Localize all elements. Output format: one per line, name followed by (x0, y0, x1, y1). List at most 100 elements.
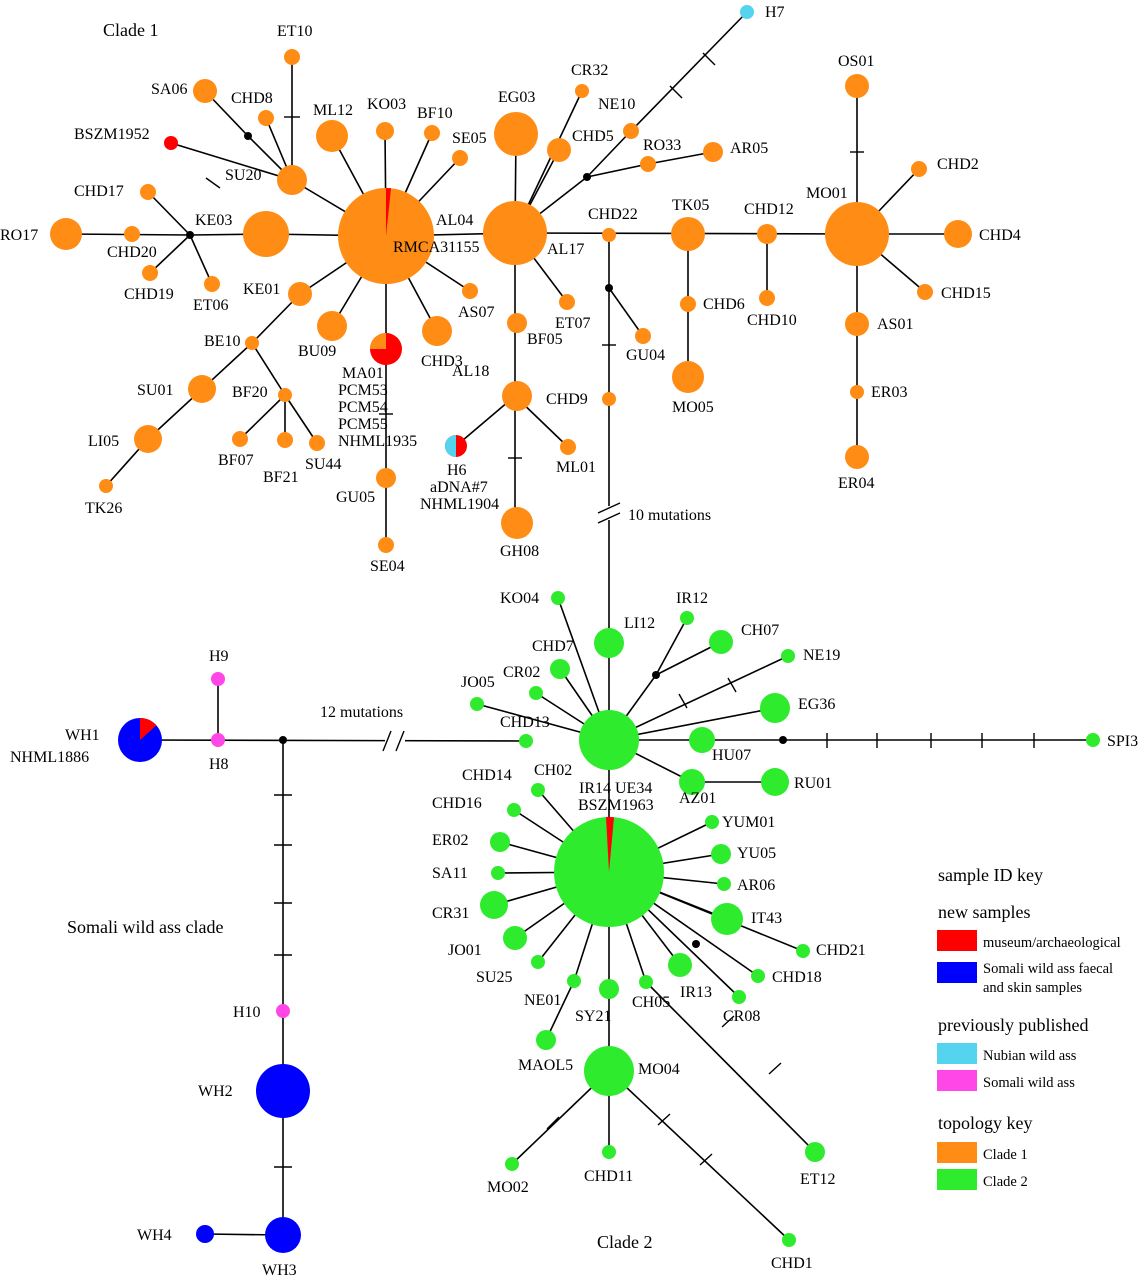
legend-prev-heading: previously published (938, 1015, 1089, 1035)
label-NHML1935: NHML1935 (338, 433, 417, 450)
label-GU05: GU05 (336, 489, 375, 506)
label-CHD14: CHD14 (462, 767, 512, 784)
node-CR02 (529, 686, 543, 700)
label-MO05: MO05 (672, 399, 714, 416)
node-CHD16 (507, 803, 521, 817)
node-IR13 (668, 953, 692, 977)
label-CHD1: CHD1 (771, 1255, 813, 1272)
legend-sample-id-heading: sample ID key (938, 865, 1043, 885)
node-RO17 (50, 218, 82, 250)
node-IR14-UE34 (579, 710, 639, 770)
mutations-12-label: 12 mutations (320, 704, 403, 721)
label-ET07: ET07 (555, 315, 591, 332)
label-ML01: ML01 (556, 459, 596, 476)
label-ET10: ET10 (277, 23, 313, 40)
label-AR05: AR05 (730, 140, 768, 157)
node-SU20 (277, 165, 307, 195)
legend-swatch-clade2 (937, 1169, 977, 1190)
node-MA01-pie (370, 333, 402, 365)
node-SA06 (193, 79, 217, 103)
legend-swatch-nubian (937, 1043, 977, 1064)
label-NHML1886: NHML1886 (10, 749, 89, 766)
label-CR08: CR08 (723, 1008, 760, 1025)
label-CHD17: CHD17 (74, 183, 124, 200)
node-AL17 (483, 201, 547, 265)
label-AZ01: AZ01 (679, 790, 716, 807)
node-CHD19 (142, 265, 158, 281)
label-BSZM1952: BSZM1952 (74, 126, 150, 143)
label-PCM53: PCM53 (338, 382, 388, 399)
label-ET06: ET06 (193, 297, 229, 314)
node-MO01 (825, 202, 889, 266)
node-CHD1 (782, 1233, 796, 1247)
label-BF21: BF21 (263, 469, 299, 486)
label-SE05: SE05 (452, 130, 487, 147)
node-CH05 (639, 975, 653, 989)
label-SU01: SU01 (137, 382, 173, 399)
clade1-nodes (50, 5, 972, 553)
label-MO02: MO02 (487, 1179, 529, 1196)
label-PCM54: PCM54 (338, 399, 388, 416)
label-KO04: KO04 (500, 590, 539, 607)
legend-swatch-clade1 (937, 1142, 977, 1163)
node-BF21 (277, 432, 293, 448)
node-LI12 (594, 628, 624, 658)
node-BF10 (424, 125, 440, 141)
node-CHD17 (140, 184, 156, 200)
label-SU25: SU25 (476, 969, 512, 986)
node-SU25 (531, 955, 545, 969)
node-CHD3 (422, 316, 452, 346)
label-NE19: NE19 (803, 647, 840, 664)
label-GU04: GU04 (626, 347, 665, 364)
label-JO01: JO01 (448, 942, 482, 959)
label-WH1: WH1 (65, 727, 100, 744)
label-CHD19: CHD19 (124, 286, 174, 303)
node-CHD22 (602, 228, 616, 242)
node-CHD7 (550, 659, 570, 679)
label-WH2: WH2 (198, 1083, 233, 1100)
label-BF10: BF10 (417, 105, 453, 122)
node-IR12 (680, 611, 694, 625)
legend-label-museum: museum/archaeological (983, 935, 1121, 951)
label-MO01: MO01 (806, 185, 848, 202)
label-KE03: KE03 (195, 212, 232, 229)
label-H7: H7 (765, 4, 785, 21)
median-vectors (186, 132, 787, 948)
node-AS01 (845, 312, 869, 336)
label-CHD10: CHD10 (747, 312, 797, 329)
node-ML01 (560, 439, 576, 455)
mutation-ticks (205, 52, 1035, 1168)
label-CHD11: CHD11 (584, 1168, 633, 1185)
label-CH05: CH05 (632, 994, 670, 1011)
label-CH07: CH07 (741, 622, 779, 639)
legend-new-samples-heading: new samples (938, 902, 1030, 922)
clade2-title: Clade 2 (597, 1232, 653, 1252)
clade2-nodes (470, 591, 1100, 1247)
node-WH3 (265, 1217, 301, 1253)
node-IT43 (711, 903, 743, 935)
node-CHD18 (751, 969, 765, 983)
label-TK05: TK05 (672, 197, 709, 214)
label-NE10: NE10 (598, 96, 635, 113)
node-CHD5 (547, 138, 571, 162)
label-NHML1904: NHML1904 (420, 496, 499, 513)
label-SA11: SA11 (432, 865, 468, 882)
node-H10 (276, 1004, 290, 1018)
node-NE10 (623, 123, 639, 139)
label-JO05: JO05 (461, 674, 495, 691)
node-CHD4 (944, 220, 972, 248)
node-H9 (211, 672, 225, 686)
label-AS07: AS07 (458, 304, 494, 321)
label-MA01: MA01 (342, 365, 384, 382)
label-IR12: IR12 (676, 590, 708, 607)
label-ER04: ER04 (838, 475, 874, 492)
label-RU01: RU01 (794, 775, 832, 792)
label-MO04: MO04 (638, 1061, 680, 1078)
label-AL18: AL18 (452, 363, 489, 380)
node-EG03 (494, 112, 538, 156)
label-CR02: CR02 (503, 664, 540, 681)
node-KO03 (376, 122, 394, 140)
node-CHD12 (757, 224, 777, 244)
legend-swatch-somali-faecal (937, 962, 977, 983)
